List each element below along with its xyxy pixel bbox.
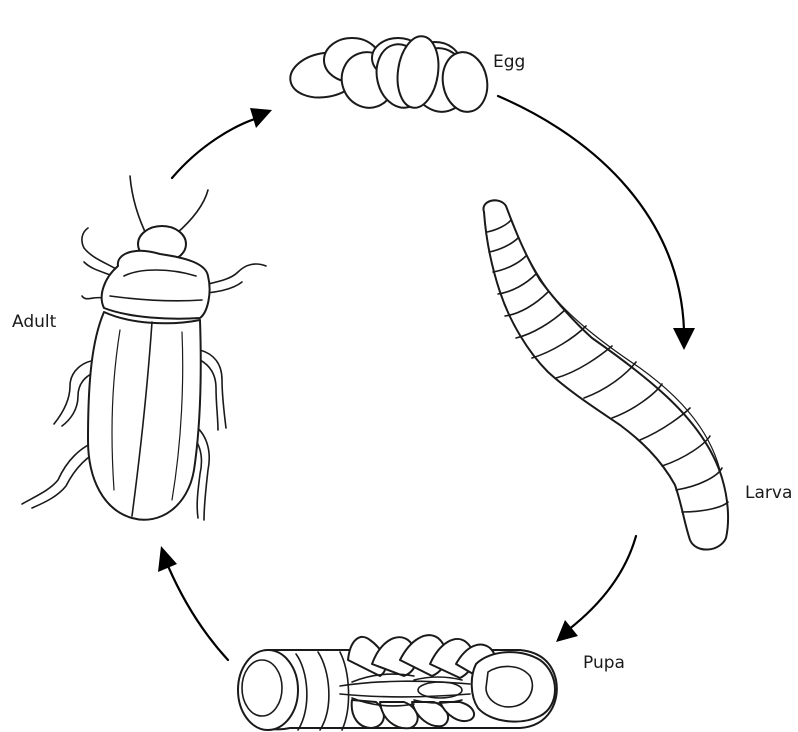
arrow-larva-to-pupa xyxy=(556,536,636,642)
label-egg: Egg xyxy=(493,54,525,71)
adult-beetle-illustration xyxy=(22,176,266,520)
pupa-illustration xyxy=(238,635,557,730)
arrow-pupa-to-adult xyxy=(158,546,228,660)
larva-illustration xyxy=(483,200,728,549)
label-adult: Adult xyxy=(12,314,56,331)
label-pupa: Pupa xyxy=(583,655,625,672)
arrow-adult-to-egg xyxy=(172,108,272,178)
label-larva: Larva xyxy=(745,485,792,502)
egg-cluster-illustration xyxy=(287,34,492,119)
